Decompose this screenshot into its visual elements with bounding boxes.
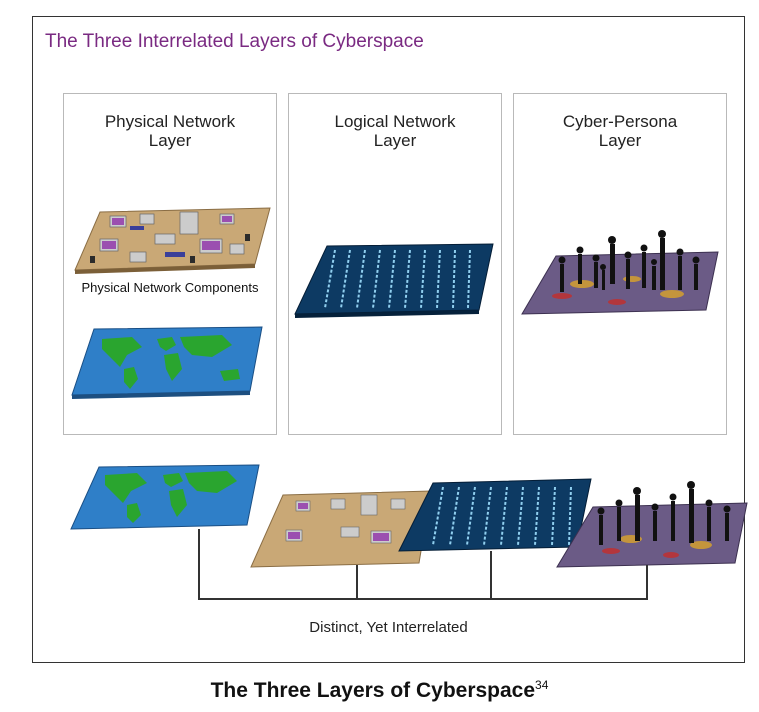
- people-silhouettes-icon: [556, 481, 748, 568]
- panel-title-line1: Physical Network: [104, 112, 236, 131]
- interrelated-layers-scene: [70, 464, 748, 600]
- people-silhouettes-icon: [521, 230, 719, 315]
- panel-title-line2: Layer: [598, 131, 642, 150]
- connector-bracket: [198, 529, 648, 600]
- network-devices-icon: [250, 490, 432, 568]
- figure-caption: The Three Layers of Cyberspace34: [0, 678, 759, 703]
- panel-title-logical: Logical Network Layer: [289, 112, 501, 150]
- panel-title-line1: Cyber-Persona: [562, 112, 678, 131]
- binary-code-icon: [294, 243, 494, 318]
- network-devices-icon: [74, 207, 271, 274]
- binary-code-icon: [398, 478, 592, 552]
- figure-title: The Three Interrelated Layers of Cybersp…: [45, 31, 424, 52]
- footnote-marker: 34: [535, 678, 549, 692]
- panel-title-line2: Layer: [148, 131, 192, 150]
- figure-caption-text: The Three Layers of Cyberspace: [210, 679, 536, 702]
- bottom-caption: Distinct, Yet Interrelated: [309, 619, 468, 636]
- world-map-icon: [70, 464, 260, 530]
- panel-title-line1: Logical Network: [334, 112, 456, 131]
- panel-title-line2: Layer: [373, 131, 417, 150]
- panel-title-persona: Cyber-Persona Layer: [514, 112, 726, 150]
- panel-persona-layer: Cyber-Persona Layer: [513, 93, 727, 435]
- world-map-icon: [71, 326, 263, 399]
- figure-frame: The Three Interrelated Layers of Cybersp…: [32, 16, 748, 663]
- panel-logical-layer: Logical Network Layer: [288, 93, 502, 435]
- panel-title-physical: Physical Network Layer: [64, 112, 276, 150]
- physical-components-label: Physical Network Components: [81, 280, 259, 295]
- panel-physical-layer: Physical Network Layer Physical Network …: [63, 93, 277, 435]
